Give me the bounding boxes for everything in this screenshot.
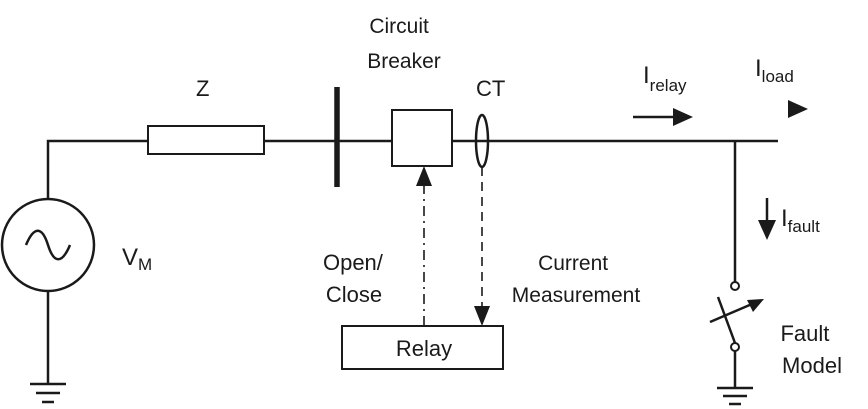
current-measurement-label: Current Measurement	[512, 252, 641, 307]
fault-current-label: Ifault	[781, 205, 820, 236]
impedance-label: Z	[196, 76, 209, 101]
load-current-label: Iload	[755, 55, 794, 86]
circuit-breaker-label: Circuit Breaker	[367, 15, 441, 73]
source-ground-icon	[30, 382, 66, 404]
open-close-label: Open/ Close	[323, 250, 389, 307]
fault-switch-blade	[716, 296, 737, 344]
fault-variable-arrow	[709, 302, 753, 324]
fault-switch-lower-terminal	[730, 342, 740, 352]
ct-label: CT	[476, 76, 505, 101]
load-current-arrowhead	[788, 100, 808, 118]
relay-current-label: Irelay	[643, 62, 687, 95]
fault-switch-upper-terminal	[730, 281, 740, 291]
impedance-z	[147, 125, 265, 155]
fault-ground-icon	[717, 386, 753, 406]
relay-label: Relay	[396, 336, 452, 361]
ac-source-icon	[0, 197, 96, 293]
current-measurement-arrowhead	[474, 306, 490, 326]
relay-current-arrowhead	[673, 108, 693, 126]
open-close-arrowhead	[416, 166, 432, 186]
main-line	[46, 139, 778, 198]
circuit-breaker	[391, 109, 453, 167]
relay-box	[341, 325, 504, 370]
fault-current-arrowhead	[758, 220, 776, 240]
fault-variable-arrowhead	[747, 299, 764, 312]
source-voltage-label: VM	[122, 244, 152, 274]
fault-model-label: Fault Model	[780, 321, 841, 378]
